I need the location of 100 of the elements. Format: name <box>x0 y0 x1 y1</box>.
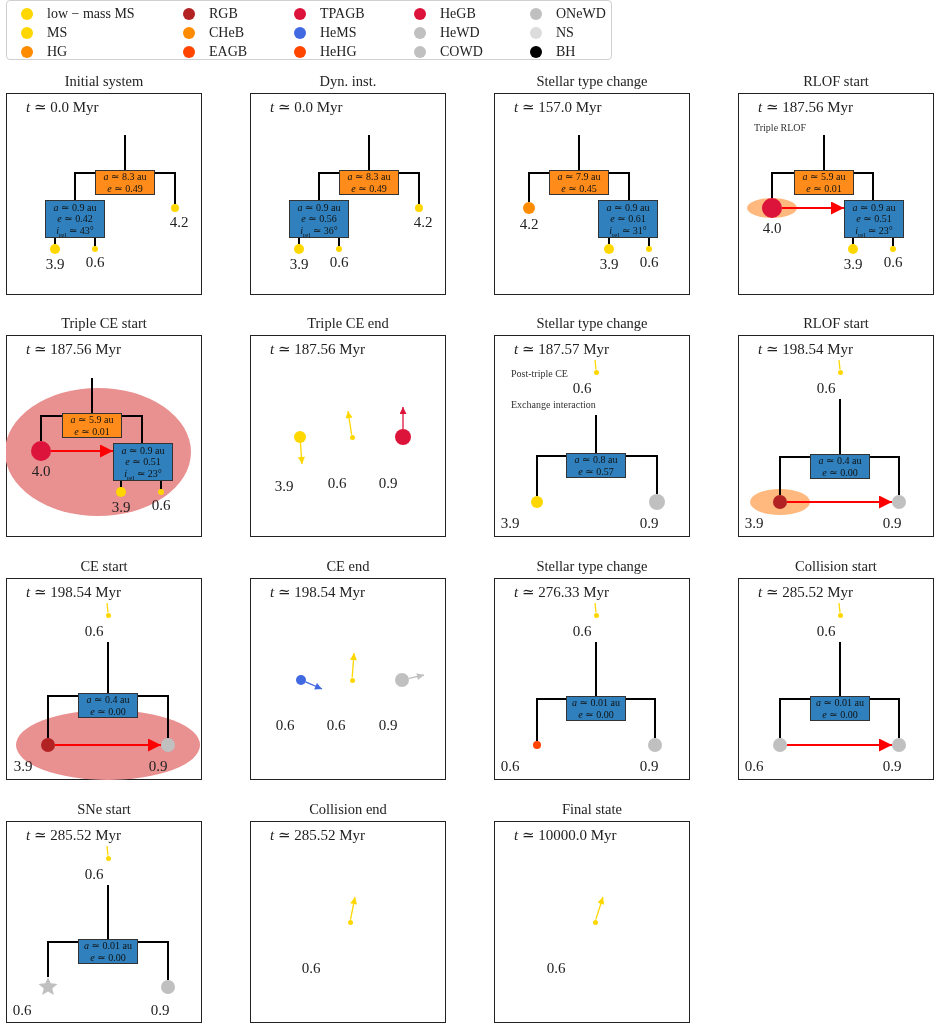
star-dot <box>161 980 175 994</box>
hierarchy-line <box>137 695 169 739</box>
mass-label: 3.9 <box>289 256 309 273</box>
hierarchy-line <box>852 237 854 245</box>
legend-label: RGB <box>209 5 238 22</box>
time-label: t ≃ 198.54 Myr <box>26 583 122 601</box>
velocity-arrow <box>408 673 425 680</box>
star-dot <box>848 244 858 254</box>
orbit-parameter: e ≃ 0.57 <box>578 465 614 477</box>
orbit-parameter: a ≃ 0.9 au <box>53 201 97 214</box>
annotation-text: Exchange interaction <box>511 399 596 410</box>
orbit-box <box>95 170 155 195</box>
panel-title: Dyn. inst. <box>318 73 378 90</box>
panel-title: Initial system <box>63 73 145 90</box>
orbit-box <box>844 200 904 238</box>
star-dot <box>593 612 599 618</box>
hierarchy-line <box>536 698 567 742</box>
orbit-parameter: e ≃ 0.49 <box>351 182 387 194</box>
hierarchy-line <box>368 134 370 171</box>
panel-title: CE end <box>325 558 371 575</box>
hierarchy-line <box>648 237 650 247</box>
mass-label: 0.9 <box>378 717 398 734</box>
mass-label: 3.9 <box>843 256 863 273</box>
panel-title: Stellar type change <box>535 73 649 90</box>
mass-label: 0.6 <box>816 380 836 397</box>
star-dot <box>593 369 599 375</box>
hierarchy-line <box>298 237 300 245</box>
mass-transfer-arrow <box>786 738 893 752</box>
hierarchy-line <box>839 398 841 455</box>
orbit-box <box>113 443 173 481</box>
orbit-parameter: a ≃ 5.9 au <box>70 414 114 426</box>
mass-label: 0.9 <box>639 758 659 775</box>
trajectory-line <box>594 602 597 614</box>
legend-label: COWD <box>440 43 483 60</box>
star-dot <box>349 434 355 440</box>
hierarchy-line <box>137 941 169 981</box>
legend-label: HeGB <box>440 5 476 22</box>
orbit-parameter: e ≃ 0.00 <box>90 705 126 717</box>
orbit-parameter: i$_{rel}$ ≃ 31° <box>609 224 647 237</box>
mass-label: 0.6 <box>151 497 171 514</box>
mass-label: 0.6 <box>327 475 347 492</box>
orbit-box <box>549 170 609 195</box>
hierarchy-line <box>608 237 610 245</box>
star-dot <box>837 369 843 375</box>
orbit-parameter: e ≃ 0.00 <box>822 708 858 720</box>
orbit-box <box>289 200 349 238</box>
star-dot <box>890 246 896 252</box>
mass-label: 3.9 <box>744 515 764 532</box>
star-dot <box>648 738 662 752</box>
orbit-parameter: i$_{rel}$ ≃ 36° <box>300 224 338 237</box>
time-label: t ≃ 285.52 Myr <box>758 583 854 601</box>
mass-label: 0.6 <box>85 254 105 271</box>
legend-label: ONeWD <box>556 5 606 22</box>
mass-label: 0.9 <box>639 515 659 532</box>
mass-label: 4.0 <box>762 220 782 237</box>
time-label: t ≃ 187.57 Myr <box>514 340 610 358</box>
trajectory-line <box>838 602 841 614</box>
hierarchy-line <box>154 172 176 205</box>
mass-label: 0.6 <box>816 623 836 640</box>
orbit-parameter: a ≃ 0.01 au <box>84 940 132 952</box>
velocity-arrow <box>399 406 407 430</box>
star-dot <box>395 429 411 445</box>
star-dot <box>105 612 111 618</box>
orbit-box <box>78 693 138 718</box>
orbit-parameter: e ≃ 0.42 <box>57 213 93 225</box>
orbit-box <box>45 200 105 238</box>
mass-label: 0.6 <box>329 254 349 271</box>
hierarchy-line <box>398 172 420 205</box>
mass-label: 3.9 <box>45 256 65 273</box>
orbit-parameter: i$_{rel}$ ≃ 43° <box>56 224 94 237</box>
mass-label: 0.6 <box>572 380 592 397</box>
star-dot <box>649 494 665 510</box>
star-dot <box>92 246 98 252</box>
velocity-arrow <box>350 652 357 679</box>
mass-label: 0.9 <box>148 758 168 775</box>
orbit-box <box>339 170 399 195</box>
mass-label: 3.9 <box>13 758 33 775</box>
time-label: t ≃ 198.54 Myr <box>270 583 366 601</box>
hierarchy-line <box>779 456 811 496</box>
legend-label: TPAGB <box>320 5 365 22</box>
orbit-box <box>78 939 138 964</box>
hierarchy-line <box>47 695 79 739</box>
legend-label: HeMS <box>320 24 357 41</box>
velocity-arrow <box>304 681 323 690</box>
hierarchy-line <box>578 134 580 171</box>
time-label: t ≃ 187.56 Myr <box>26 340 122 358</box>
orbit-parameter: i$_{rel}$ ≃ 23° <box>124 467 162 480</box>
hierarchy-line <box>839 641 841 697</box>
hierarchy-line <box>54 237 56 245</box>
legend-label: NS <box>556 24 574 41</box>
annotation-text: Post-triple CE <box>511 368 568 379</box>
star-dot <box>531 496 543 508</box>
hierarchy-line <box>823 134 825 171</box>
star-dot <box>415 204 423 212</box>
hierarchy-line <box>318 172 340 201</box>
orbit-box <box>566 696 626 721</box>
star-dot <box>592 919 598 925</box>
velocity-arrow <box>345 410 353 436</box>
mass-label: 4.0 <box>31 463 51 480</box>
orbit-parameter: a ≃ 5.9 au <box>802 171 846 183</box>
